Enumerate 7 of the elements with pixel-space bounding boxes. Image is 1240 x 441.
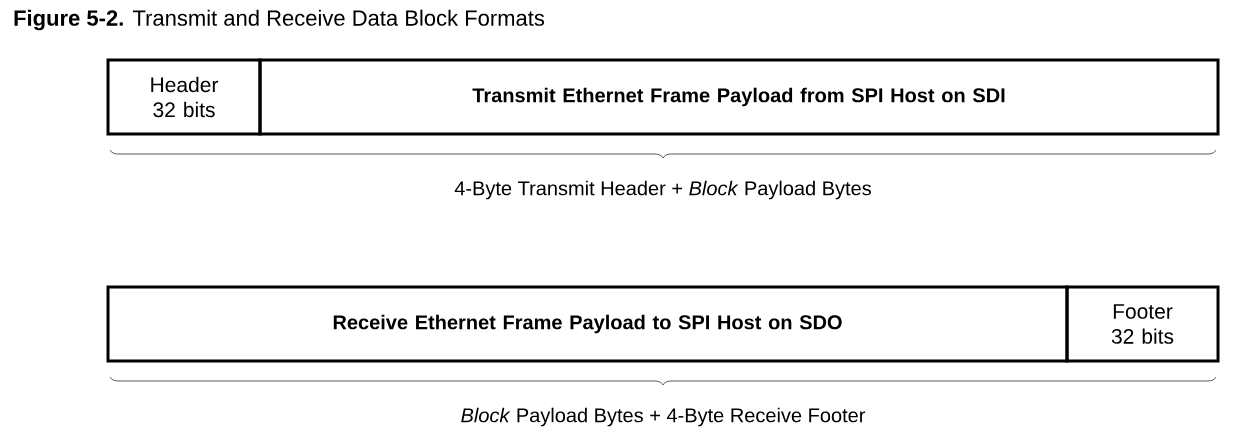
field-box: Header 32 bits (106, 58, 262, 136)
field-box: Receive Ethernet Frame Payload to SPI Host on SDO (106, 285, 1069, 363)
brace-label: 4-Byte Transmit Header + Block Payload Bytes (454, 180, 871, 200)
field-box: Transmit Ethernet Frame Payload from SPI Host on SDI (258, 58, 1220, 136)
field-box: Footer 32 bits (1065, 285, 1220, 363)
figure-title: Figure 5-2. Transmit and Receive Data Block Formats (14, 9, 545, 31)
brace-label: Block Payload Bytes + 4-Byte Receive Footer (461, 407, 866, 427)
